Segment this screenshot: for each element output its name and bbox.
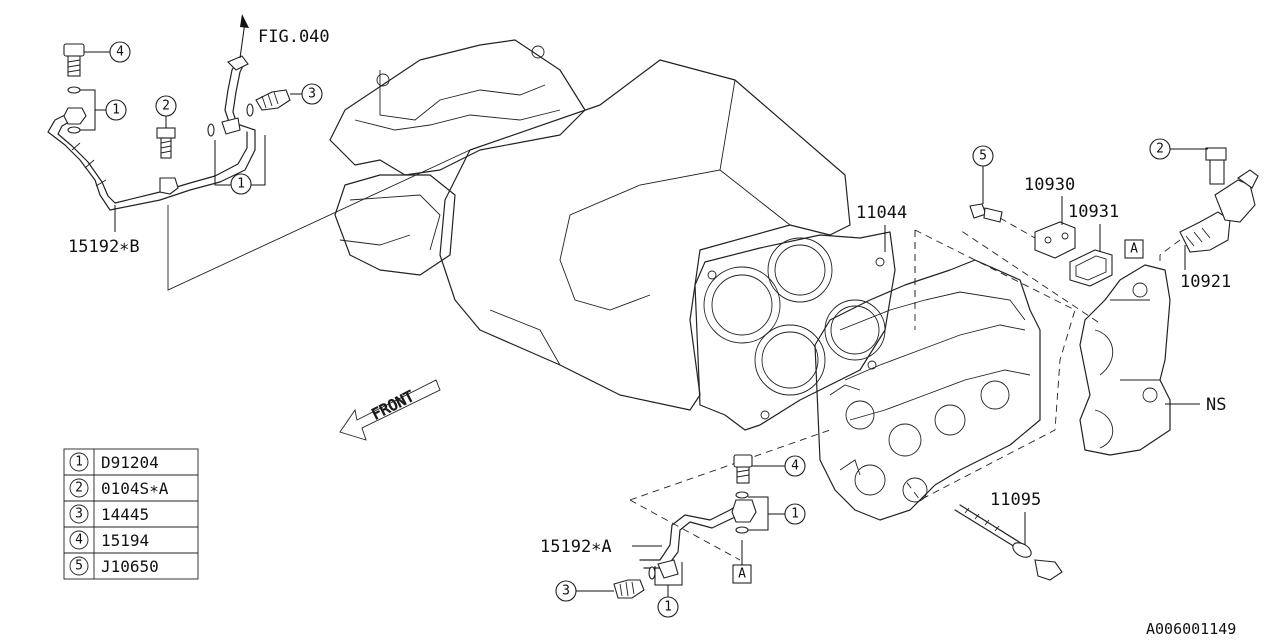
legend-row: 4 15194 [69,530,149,550]
oil-control-solenoid-10921 [1159,147,1259,265]
legend-part-number: J10650 [101,557,159,576]
reference-box-a-upper: A [1130,242,1138,257]
fig-reference-label: FIG.040 [258,27,330,47]
gasket-10931 [1069,249,1113,287]
callout-1-upper-left: 1 [112,103,120,118]
callouts: 4 1 2 3 1 15192∗B 11044 5 10930 10931 [68,41,1231,618]
legend-row: 5 J10650 [69,556,159,576]
oil-pipe-15192-a [629,429,831,580]
head-gasket [694,231,896,431]
callout-4-lower: 4 [791,459,799,474]
oil-pressure-switch-lower [613,579,645,599]
part-label-10930: 10930 [1024,175,1075,195]
callout-3-lower: 3 [562,584,570,599]
parts-legend: 1 D91204 2 0104S∗A 3 14445 4 15194 5 J10… [63,448,199,580]
legend-number: 2 [75,481,83,496]
legend-row: 3 14445 [69,504,149,524]
callout-1-lower-right: 1 [791,507,799,522]
legend-number: 4 [75,533,83,548]
engine-block [329,39,851,411]
fig-040-arrow: FIG.040 [239,14,330,59]
part-label-15192-a: 15192∗A [540,537,612,557]
legend-part-number: D91204 [101,453,159,472]
part-label-11044: 11044 [856,203,907,223]
legend-row: 2 0104S∗A [69,478,169,498]
union-bolt-lower [733,454,753,484]
union-bolt-upper [63,43,85,134]
cover-plate-10930 [1034,221,1076,259]
part-label-10921: 10921 [1180,272,1231,292]
oil-pipe-15192-b [47,55,471,291]
part-label-10931: 10931 [1068,202,1119,222]
callout-4-upper: 4 [116,45,124,60]
callout-1-lower: 1 [664,600,672,615]
legend-number: 3 [75,507,83,522]
callout-3-upper: 3 [308,87,316,102]
legend-part-number: 15194 [101,531,149,550]
callout-2-upper-left: 2 [162,99,170,114]
callout-1-upper-mid: 1 [237,177,245,192]
part-label-ns: NS [1206,395,1226,415]
reference-box-a-lower: A [738,567,746,582]
legend-row: 1 D91204 [69,452,159,472]
diagram-code: A006001149 [1146,620,1236,638]
legend-part-number: 14445 [101,505,149,524]
legend-number: 1 [75,455,83,470]
oil-pressure-switch-upper [207,89,291,137]
front-label: FRONT [369,387,417,424]
part-label-11095: 11095 [990,490,1041,510]
callout-2-right: 2 [1156,142,1164,157]
timing-belt-cover-ns [959,229,1171,456]
head-bolt-11095 [954,504,1063,581]
front-arrow: FRONT [339,379,441,441]
bolt-j10650 [969,203,1036,239]
legend-part-number: 0104S∗A [101,479,169,498]
bolt-upper-left [156,127,176,159]
part-label-15192-b: 15192∗B [68,237,140,257]
cylinder-head [814,229,1076,521]
legend-number: 5 [75,559,83,574]
callout-5: 5 [979,149,987,164]
